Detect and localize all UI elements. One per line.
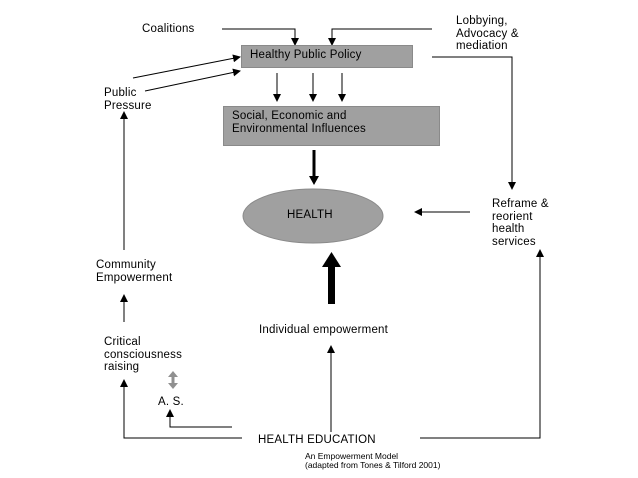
reframe-label: Reframe & reorient health services: [492, 198, 549, 248]
arrow-pressure-to-policy-2: [144, 68, 241, 92]
caption-line-2: (adapted from Tones & Tilford 2001): [305, 460, 441, 470]
healthy-public-policy-label: Healthy Public Policy: [250, 49, 362, 61]
arrow-education-to-as: [166, 409, 232, 428]
social-influences-label: Social, Economic and Environmental Influ…: [232, 110, 366, 135]
critical-consciousness-label: Critical consciousness raising: [104, 336, 183, 373]
health-label: HEALTH: [287, 209, 333, 221]
individual-empowerment-label: Individual empowerment: [259, 324, 389, 336]
caption-line-1: An Empowerment Model: [305, 451, 399, 461]
arrow-individual-to-health-head: [322, 252, 341, 267]
arrow-education-to-critical: [120, 379, 242, 439]
public-pressure-label: Public Pressure: [104, 87, 152, 112]
arrow-education-to-reframe: [420, 249, 544, 439]
arrow-influences-to-health-head: [309, 176, 319, 185]
lobbying-label: Lobbying, Advocacy & mediation: [456, 15, 519, 52]
health-education-label: HEALTH EDUCATION: [258, 434, 376, 446]
community-empowerment-label: Community Empowerment: [96, 259, 173, 284]
double-arrow-critical-as: [168, 371, 178, 389]
arrow-policy-to-reframe: [432, 56, 516, 190]
arrow-coalitions-to-policy: [222, 28, 299, 46]
as-label: A. S.: [158, 396, 184, 408]
coalitions-label: Coalitions: [142, 23, 195, 35]
arrow-lobbying-to-policy: [328, 28, 432, 46]
healthy-public-policy-box: Healthy Public Policy: [241, 45, 413, 68]
health-node: [242, 188, 384, 244]
arrow-individual-to-health-shaft: [328, 266, 335, 304]
social-influences-box: Social, Economic and Environmental Influ…: [223, 106, 440, 146]
arrow-pressure-to-policy-1: [132, 54, 241, 79]
